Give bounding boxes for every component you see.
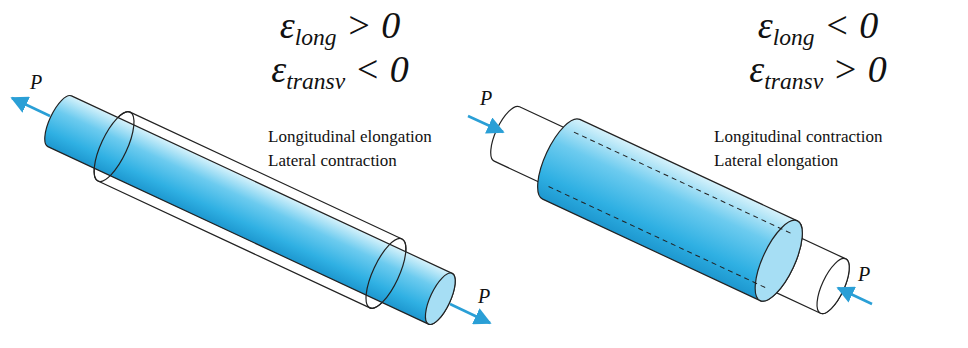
deformation-note: Lateral contraction [268, 150, 397, 172]
force-label: P [478, 284, 490, 308]
force-arrow [838, 288, 872, 304]
strain-formula: εtransv > 0 [749, 48, 887, 102]
deformation-note: Longitudinal elongation [268, 126, 432, 148]
tension-bar [35, 83, 466, 338]
force-arrow [468, 116, 503, 132]
force-label: P [30, 70, 42, 94]
force-label: P [480, 86, 492, 110]
compression-bar [478, 89, 861, 330]
strain-formula: εtransv < 0 [271, 48, 409, 102]
force-label: P [858, 262, 870, 286]
force-arrow [12, 98, 50, 116]
deformation-note: Lateral elongation [714, 150, 838, 172]
deformation-note: Longitudinal contraction [714, 126, 883, 148]
